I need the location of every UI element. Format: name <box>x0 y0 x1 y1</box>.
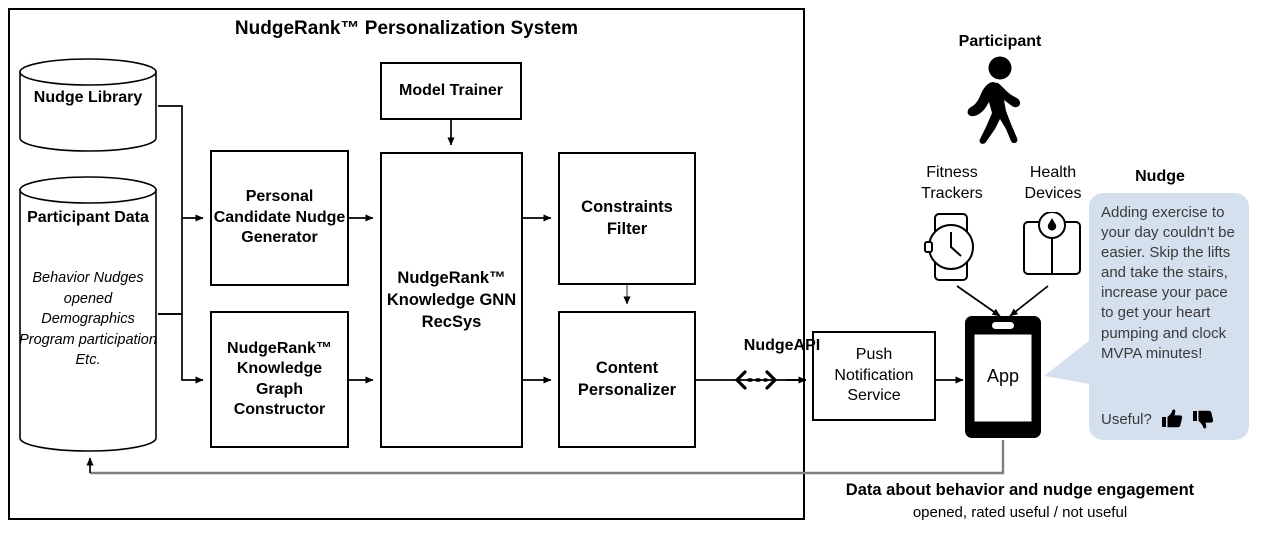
participant-data-label: Participant Data <box>27 209 149 226</box>
system-boundary <box>8 8 805 520</box>
feedback-headline: Data about behavior and nudge engagement <box>845 481 1195 499</box>
watch-icon <box>917 212 985 282</box>
nudge-feedback-row: Useful? <box>1101 405 1247 433</box>
nudge-heading: Nudge <box>1135 168 1185 185</box>
page-title: NudgeRank™ Personalization System <box>234 18 579 39</box>
content-personalizer-label: Content Personalizer <box>577 359 677 399</box>
knowledge-graph-constructor-box: NudgeRank™ Knowledge Graph Constructor <box>210 311 349 448</box>
nudge-library-store: Nudge Library <box>18 58 158 152</box>
model-trainer-box: Model Trainer <box>380 62 522 120</box>
thumbs-down-icon[interactable] <box>1192 408 1214 430</box>
participant-walking-icon <box>962 55 1038 147</box>
knowledge-graph-constructor-label: NudgeRank™ Knowledge Graph Constructor <box>227 339 332 418</box>
participant-data-details: Behavior Nudges opened Demographics Prog… <box>19 270 157 369</box>
nudge-api-label: NudgeAPI <box>743 337 821 354</box>
gnn-recsys-label: NudgeRank™ Knowledge GNN RecSys <box>386 268 517 332</box>
model-trainer-label: Model Trainer <box>398 82 504 99</box>
push-notification-service-box: Push Notification Service <box>812 331 936 421</box>
participant-label: Participant <box>958 33 1042 50</box>
thumbs-up-icon[interactable] <box>1161 408 1183 430</box>
feedback-subline: opened, rated useful / not useful <box>912 504 1128 521</box>
fitness-trackers-label: Fitness Trackers <box>921 164 983 202</box>
scale-icon <box>1018 212 1086 282</box>
bidirectional-arrow-icon <box>735 370 777 390</box>
nudge-bubble-tail <box>1044 340 1090 386</box>
participant-data-store: Participant Data Behavior Nudges opened … <box>18 176 158 453</box>
nudge-library-label: Nudge Library <box>33 89 143 106</box>
constraints-filter-label: Constraints Filter <box>581 198 673 238</box>
personal-candidate-nudge-generator-box: Personal Candidate Nudge Generator <box>210 150 349 286</box>
phone-device: App <box>963 314 1043 440</box>
app-screen-label: App <box>986 366 1020 386</box>
nudge-feedback-prompt: Useful? <box>1101 410 1152 428</box>
push-notification-service-label: Push Notification Service <box>834 345 914 405</box>
nudge-message: Adding exercise to your day couldn't be … <box>1101 204 1235 362</box>
nudge-bubble <box>1089 193 1249 440</box>
personal-candidate-nudge-generator-label: Personal Candidate Nudge Generator <box>213 188 346 247</box>
constraints-filter-box: Constraints Filter <box>558 152 696 285</box>
content-personalizer-box: Content Personalizer <box>558 311 696 448</box>
health-devices-label: Health Devices <box>1024 164 1082 202</box>
gnn-recsys-box: NudgeRank™ Knowledge GNN RecSys <box>380 152 523 448</box>
